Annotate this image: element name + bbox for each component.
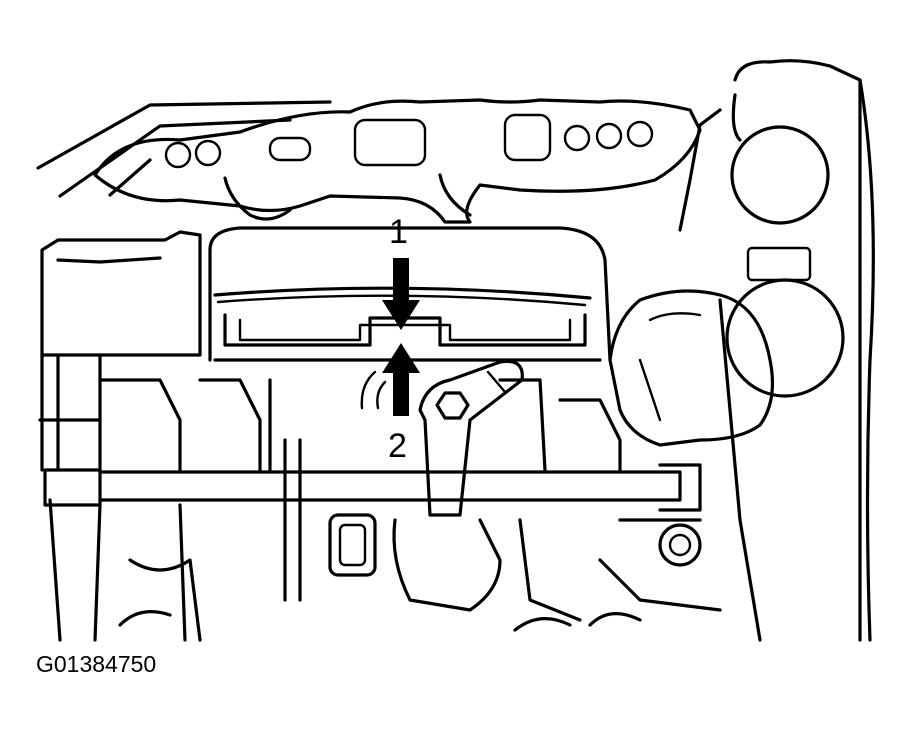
detent-lever bbox=[360, 359, 524, 517]
right-clamp-block bbox=[608, 289, 775, 447]
lower-left-block bbox=[48, 378, 272, 642]
left-valve-body bbox=[38, 230, 202, 472]
figure-id-caption: G01384750 bbox=[36, 651, 157, 677]
callout-label-1: 1 bbox=[389, 213, 408, 251]
lower-center-port bbox=[283, 378, 622, 622]
callout-arrow-2 bbox=[382, 343, 420, 416]
upper-housing-edge bbox=[36, 100, 332, 198]
lower-right-ring bbox=[598, 518, 722, 612]
gasket-plate bbox=[93, 98, 702, 224]
manual-valve-shaft bbox=[43, 463, 702, 512]
central-chamber bbox=[208, 226, 612, 362]
right-cast-housing bbox=[678, 59, 875, 642]
callout-arrow-1 bbox=[382, 258, 420, 330]
bottom-edge bbox=[118, 610, 642, 632]
callout-label-2: 2 bbox=[388, 427, 407, 465]
